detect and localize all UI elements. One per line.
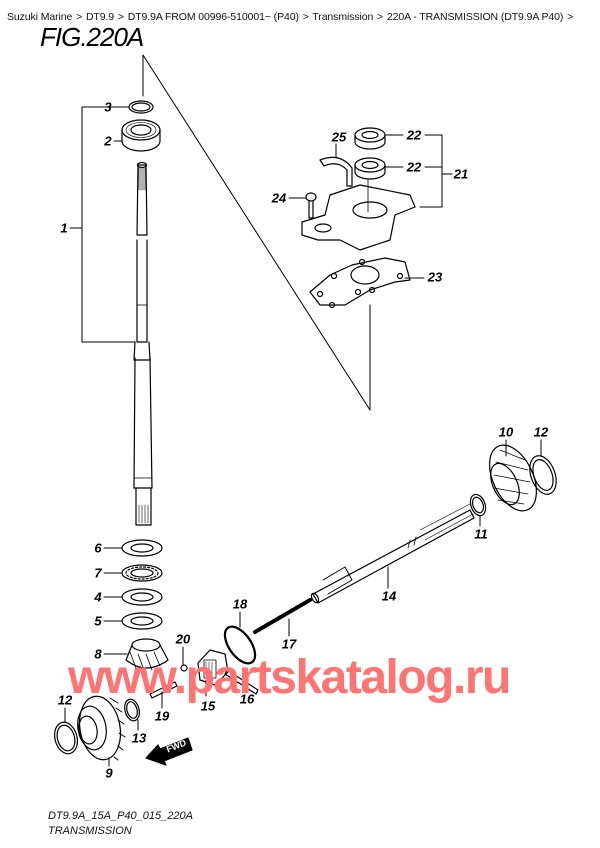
breadcrumb-separator: > [302, 11, 309, 23]
breadcrumb: Suzuki Marine > DT9.9 > DT9.9A FROM 0099… [7, 11, 574, 23]
breadcrumb-separator: > [117, 11, 124, 23]
callout-part-12[interactable]: 12 [57, 692, 73, 708]
callout-part-10[interactable]: 10 [498, 424, 514, 440]
callout-part-21[interactable]: 21 [453, 166, 469, 182]
callout-part-22[interactable]: 22 [406, 127, 422, 143]
part-21-bracket [419, 134, 453, 208]
callout-part-16[interactable]: 16 [239, 691, 255, 707]
callout-part-14[interactable]: 14 [381, 588, 397, 604]
part-13-shim [124, 698, 140, 731]
part-20-ball [180, 646, 188, 672]
part-16-pin [224, 669, 259, 695]
part-5-washer [103, 612, 163, 630]
part-14-propeller-shaft [310, 503, 475, 604]
callout-part-19[interactable]: 19 [154, 708, 170, 724]
part-21-housing [301, 179, 416, 251]
callout-part-6[interactable]: 6 [94, 540, 102, 556]
callout-part-23[interactable]: 23 [427, 269, 443, 285]
part-12-shim-right [529, 439, 557, 495]
part-2-bearing [113, 119, 161, 152]
part-1-bracket [69, 106, 136, 343]
breadcrumb-item-group[interactable]: Transmission [312, 11, 374, 23]
part-25-clip [319, 143, 353, 187]
callout-part-11[interactable]: 11 [474, 526, 488, 542]
part-7-thrust-bearing [103, 564, 163, 582]
callout-part-20[interactable]: 20 [175, 631, 191, 647]
drawing-name: TRANSMISSION [48, 825, 132, 837]
breadcrumb-item-serial[interactable]: DT9.9A FROM 00996-510001~ (P40) [127, 11, 299, 23]
part-6-washer [103, 539, 163, 557]
drawing-code: DT9.9A_15A_P40_015_220A [48, 810, 193, 822]
breadcrumb-item-suzuki-marine[interactable]: Suzuki Marine [7, 11, 73, 23]
callout-part-1[interactable]: 1 [60, 220, 68, 236]
callout-part-9[interactable]: 9 [105, 765, 113, 781]
part-12-shim-left [53, 707, 79, 755]
part-15-clutch [197, 649, 229, 697]
callout-part-2[interactable]: 2 [104, 133, 112, 149]
figure-title: FIG.220A [40, 22, 144, 52]
part-19-pin [149, 681, 178, 709]
part-22-oil-seal-top [354, 127, 404, 150]
breadcrumb-separator: > [76, 11, 83, 23]
breadcrumb-item-model[interactable]: DT9.9 [85, 11, 115, 23]
breadcrumb-separator: > [567, 11, 574, 23]
part-24-bolt [288, 192, 317, 219]
part-17-spring [253, 598, 312, 637]
callout-part-4[interactable]: 4 [94, 589, 102, 605]
callout-part-7[interactable]: 7 [94, 565, 102, 581]
callout-part-5[interactable]: 5 [94, 613, 102, 629]
callout-part-15[interactable]: 15 [200, 698, 216, 714]
part-22-oil-seal-bottom [354, 157, 404, 180]
fwd-arrow-icon [145, 737, 193, 766]
callout-part-13[interactable]: 13 [131, 730, 147, 746]
part-4-washer [103, 588, 163, 606]
part-23-gasket [309, 257, 425, 309]
part-11-shim [469, 493, 487, 527]
callout-part-25[interactable]: 25 [331, 129, 347, 145]
part-8-pinion-gear [103, 638, 169, 671]
callout-part-3[interactable]: 3 [104, 99, 112, 115]
callout-part-12[interactable]: 12 [533, 424, 549, 440]
callout-part-17[interactable]: 17 [281, 636, 297, 652]
part-1-drive-shaft [133, 161, 153, 526]
breadcrumb-item-figure[interactable]: 220A - TRANSMISSION (DT9.9A P40) [386, 11, 564, 23]
reference-lines [142, 54, 371, 411]
part-10-bevel-gear [489, 439, 537, 512]
callout-part-18[interactable]: 18 [232, 596, 248, 612]
callout-part-8[interactable]: 8 [94, 646, 102, 662]
part-9-reverse-gear [77, 695, 126, 767]
callout-part-24[interactable]: 24 [271, 190, 287, 206]
breadcrumb-separator: > [377, 11, 384, 23]
callout-part-22[interactable]: 22 [406, 159, 422, 175]
part-18-ring [223, 611, 257, 665]
